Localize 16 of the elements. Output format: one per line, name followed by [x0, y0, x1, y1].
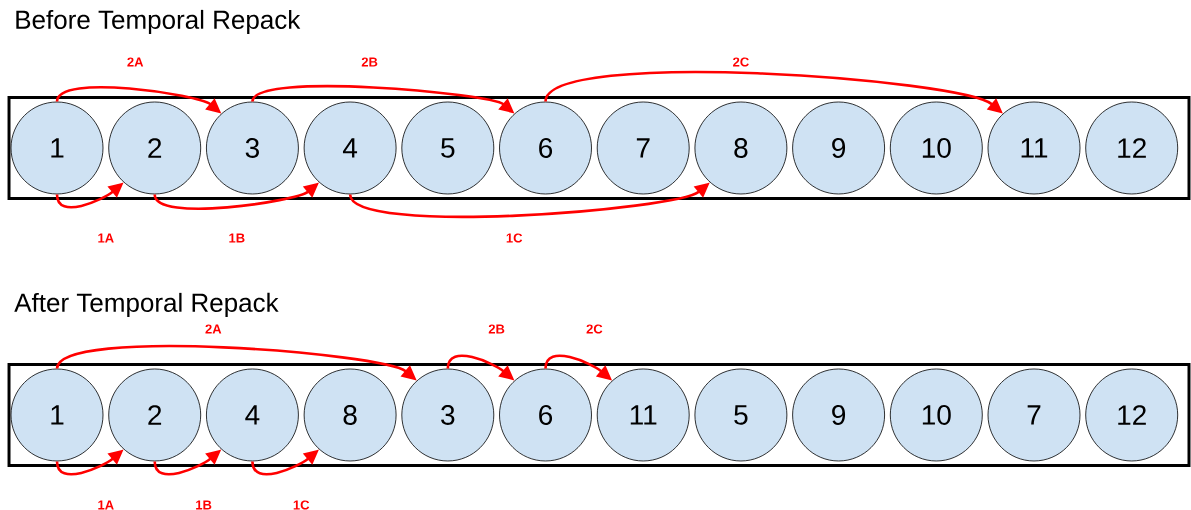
edge-label: 1B: [194, 499, 213, 510]
edge-label: 1B: [227, 232, 247, 244]
track-box: [7, 96, 1191, 200]
track-box: [7, 363, 1191, 467]
edge-label: 2C: [731, 56, 751, 68]
edge-label: 2A: [204, 323, 223, 335]
edge-label: 1A: [96, 232, 116, 244]
edge-label: 2C: [585, 323, 604, 335]
edge-label: 1C: [504, 232, 524, 244]
edge-label: 2A: [125, 56, 145, 68]
heading: Before Temporal Repack: [16, 9, 301, 35]
edge-label: 1C: [291, 499, 311, 510]
edge-label: 2B: [487, 323, 506, 335]
heading: After Temporal Repack: [14, 292, 279, 318]
edge-label: 1A: [96, 499, 116, 510]
edge-label: 2B: [360, 56, 379, 68]
